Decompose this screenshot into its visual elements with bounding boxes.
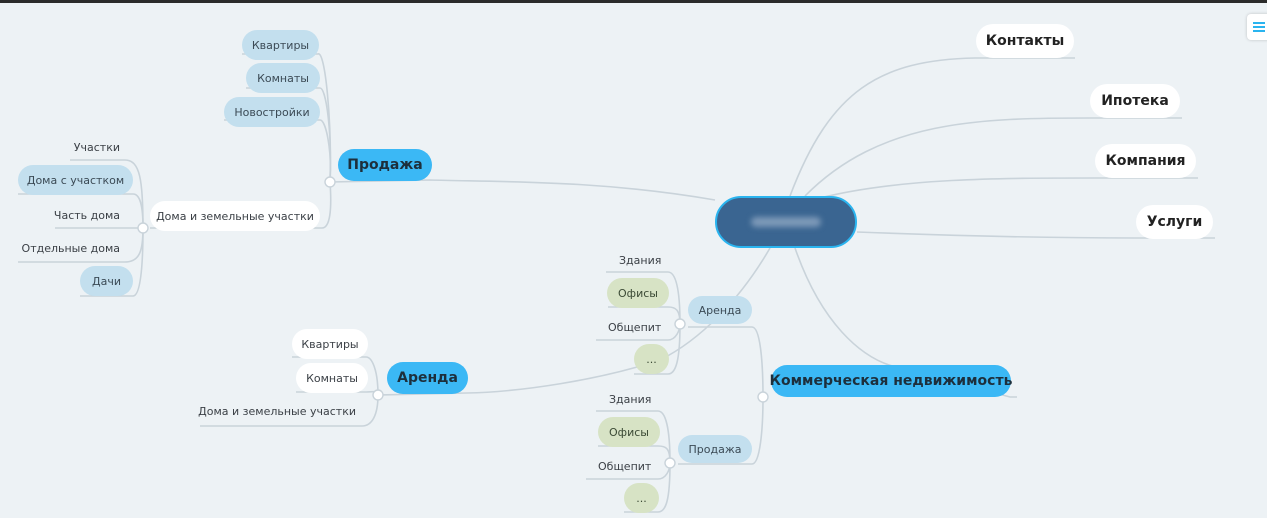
node-commercial-rent-offices[interactable]: Офисы [607, 278, 669, 308]
top-border [0, 0, 1267, 3]
node-contacts[interactable]: Контакты [976, 24, 1074, 58]
node-commercial-rent-catering[interactable]: Общепит [608, 320, 662, 334]
node-company[interactable]: Компания [1095, 144, 1196, 178]
node-sale-houses-land[interactable]: Дома и земельные участки [150, 201, 320, 231]
node-sale-rooms[interactable]: Комнаты [246, 63, 320, 93]
node-commercial-sale-more[interactable]: ... [624, 483, 659, 513]
node-sale-apartments[interactable]: Квартиры [242, 30, 319, 60]
node-commercial-rent[interactable]: Аренда [688, 296, 752, 324]
collapse-dot-commercial-sale [664, 457, 676, 469]
collapse-dot-sale [324, 176, 336, 188]
root-node[interactable] [715, 196, 857, 248]
node-commercial-sale-offices[interactable]: Офисы [598, 417, 660, 447]
node-rent-houses-land[interactable]: Дома и земельные участки [198, 404, 356, 418]
node-mortgage[interactable]: Ипотека [1090, 84, 1180, 118]
collapse-dot-commercial [757, 391, 769, 403]
node-sale-new-buildings[interactable]: Новостройки [224, 97, 320, 127]
node-sale[interactable]: Продажа [338, 149, 432, 181]
node-rent-rooms[interactable]: Комнаты [296, 363, 368, 393]
collapse-dot-houses-land [137, 222, 149, 234]
node-part-of-house[interactable]: Часть дома [53, 208, 120, 222]
root-label-blurred [751, 217, 821, 227]
node-commercial-sale[interactable]: Продажа [678, 435, 752, 463]
node-commercial-rent-more[interactable]: ... [634, 344, 669, 374]
node-commercial-sale-catering[interactable]: Общепит [598, 459, 652, 473]
node-commercial-rent-buildings[interactable]: Здания [619, 253, 662, 267]
hamburger-menu-icon[interactable] [1247, 14, 1267, 40]
node-commercial[interactable]: Коммерческая недвижимость [770, 365, 1012, 397]
collapse-dot-rent [372, 389, 384, 401]
node-rent[interactable]: Аренда [387, 362, 468, 394]
node-commercial-sale-buildings[interactable]: Здания [609, 392, 652, 406]
node-houses-with-plot[interactable]: Дома с участком [18, 165, 133, 195]
collapse-dot-commercial-rent [674, 318, 686, 330]
node-services[interactable]: Услуги [1136, 205, 1213, 239]
node-dachas[interactable]: Дачи [80, 266, 133, 296]
node-plots[interactable]: Участки [73, 140, 120, 154]
node-rent-apartments[interactable]: Квартиры [292, 329, 368, 359]
node-detached-houses[interactable]: Отдельные дома [21, 241, 120, 255]
